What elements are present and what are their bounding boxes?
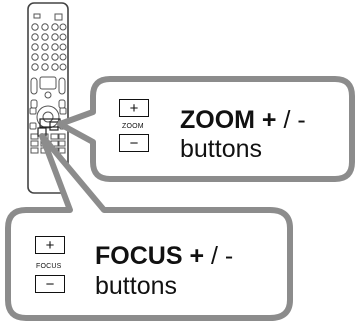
focus-label: FOCUS bbox=[36, 263, 62, 270]
zoom-minus-button-icon: − bbox=[119, 134, 149, 152]
zoom-plus-symbol: + bbox=[129, 99, 139, 117]
zoom-subtitle: buttons bbox=[180, 135, 263, 163]
zoom-minus-symbol: − bbox=[129, 134, 139, 152]
zoom-title: ZOOM + / - bbox=[180, 106, 306, 135]
focus-title-rest: / - bbox=[204, 242, 234, 270]
zoom-title-rest: / - bbox=[276, 106, 306, 134]
focus-plus-symbol: + bbox=[45, 236, 55, 254]
focus-callout-bubble bbox=[5, 133, 293, 321]
focus-title-bold: FOCUS + bbox=[95, 242, 205, 270]
zoom-plus-button-icon: + bbox=[119, 99, 149, 117]
focus-minus-button-icon: − bbox=[35, 275, 65, 293]
focus-plus-button-icon: + bbox=[35, 236, 65, 254]
zoom-label: ZOOM bbox=[122, 123, 144, 130]
focus-subtitle: buttons bbox=[95, 272, 178, 300]
focus-minus-symbol: − bbox=[45, 275, 55, 293]
focus-title: FOCUS + / - bbox=[95, 242, 233, 271]
zoom-title-bold: ZOOM + bbox=[180, 106, 277, 134]
